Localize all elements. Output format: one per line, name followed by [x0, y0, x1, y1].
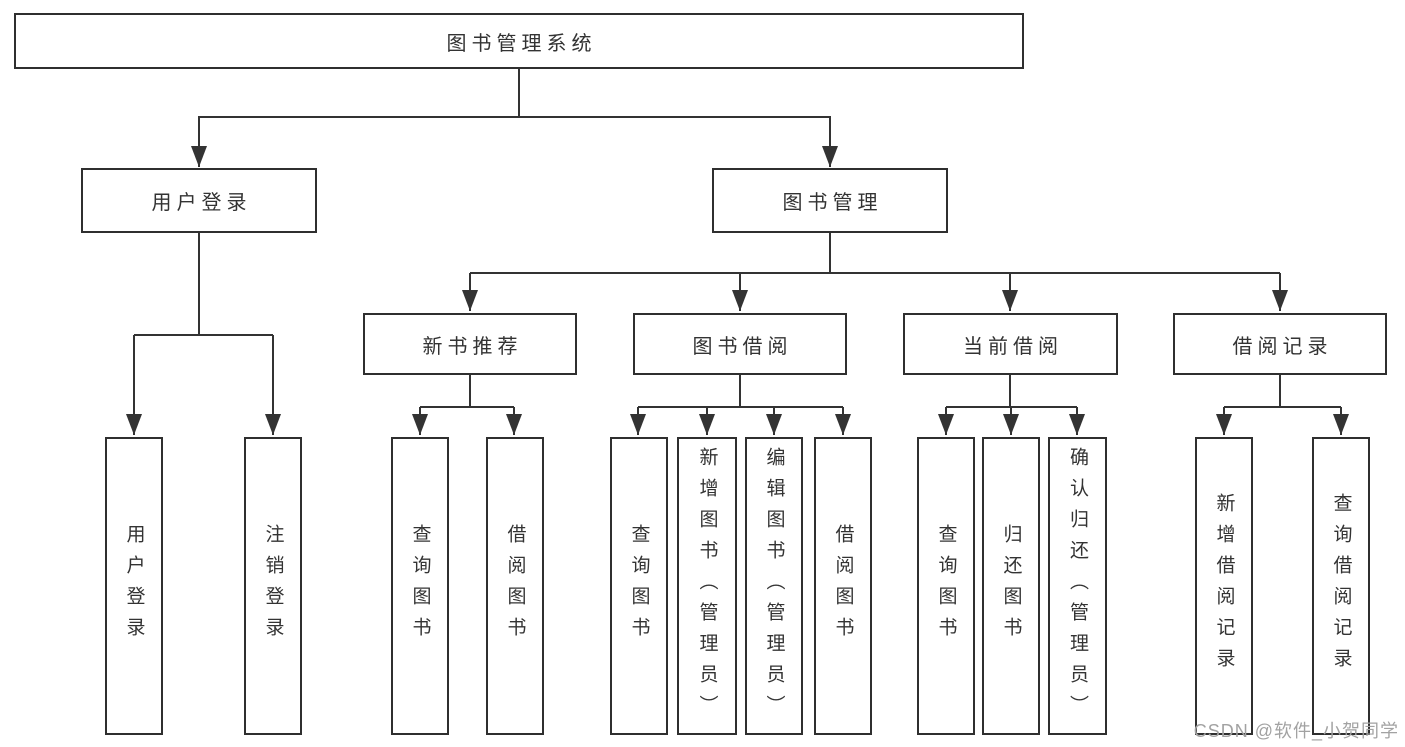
node-current-borrow: 当前借阅	[903, 313, 1118, 375]
node-book-mgmt-label: 图书管理	[782, 192, 883, 214]
leaf-borrow-books-1-label: 借阅图书	[504, 524, 526, 648]
leaf-add-book-admin-label: 新增图书（管理员）	[696, 446, 718, 726]
node-new-book-rec: 新书推荐	[363, 313, 577, 375]
leaf-query-borrow-record-label: 查询借阅记录	[1330, 493, 1352, 679]
watermark: CSDN @软件_小贺同学	[1193, 721, 1399, 741]
leaf-edit-book-admin: 编辑图书（管理员）	[745, 437, 803, 735]
leaf-borrow-books-1: 借阅图书	[486, 437, 544, 735]
node-system-root-label: 图书管理系统	[446, 32, 597, 55]
leaf-edit-book-admin-label: 编辑图书（管理员）	[763, 446, 785, 726]
leaf-query-borrow-record: 查询借阅记录	[1312, 437, 1370, 735]
leaf-query-books-2: 查询图书	[610, 437, 668, 735]
node-system-root: 图书管理系统	[14, 13, 1024, 69]
leaf-return-book-label: 归还图书	[1000, 524, 1022, 648]
node-new-book-rec-label: 新书推荐	[422, 335, 523, 358]
leaf-logout: 注销登录	[244, 437, 302, 735]
node-borrow-records-label: 借阅记录	[1232, 335, 1333, 358]
leaf-add-book-admin: 新增图书（管理员）	[677, 437, 737, 735]
leaf-user-login: 用户登录	[105, 437, 163, 735]
leaf-borrow-books-2-label: 借阅图书	[832, 524, 854, 648]
leaf-add-borrow-record-label: 新增借阅记录	[1213, 493, 1235, 679]
leaf-query-books-2-label: 查询图书	[628, 524, 650, 648]
node-current-borrow-label: 当前借阅	[963, 335, 1063, 358]
node-user-login: 用户登录	[81, 168, 317, 233]
leaf-add-borrow-record: 新增借阅记录	[1195, 437, 1253, 735]
node-book-borrow: 图书借阅	[633, 313, 847, 375]
node-borrow-records: 借阅记录	[1173, 313, 1387, 375]
leaf-confirm-return-admin: 确认归还（管理员）	[1048, 437, 1107, 735]
leaf-query-books-3-label: 查询图书	[935, 524, 957, 648]
node-book-mgmt: 图书管理	[712, 168, 948, 233]
leaf-confirm-return-admin-label: 确认归还（管理员）	[1067, 446, 1088, 726]
leaf-return-book: 归还图书	[982, 437, 1040, 735]
leaf-query-books-3: 查询图书	[917, 437, 975, 735]
leaf-logout-label: 注销登录	[262, 524, 284, 648]
leaf-query-books-1-label: 查询图书	[409, 524, 431, 648]
leaf-user-login-label: 用户登录	[123, 524, 145, 648]
node-book-borrow-label: 图书借阅	[692, 335, 793, 358]
leaf-query-books-1: 查询图书	[391, 437, 449, 735]
leaf-borrow-books-2: 借阅图书	[814, 437, 872, 735]
node-user-login-label: 用户登录	[151, 192, 252, 214]
